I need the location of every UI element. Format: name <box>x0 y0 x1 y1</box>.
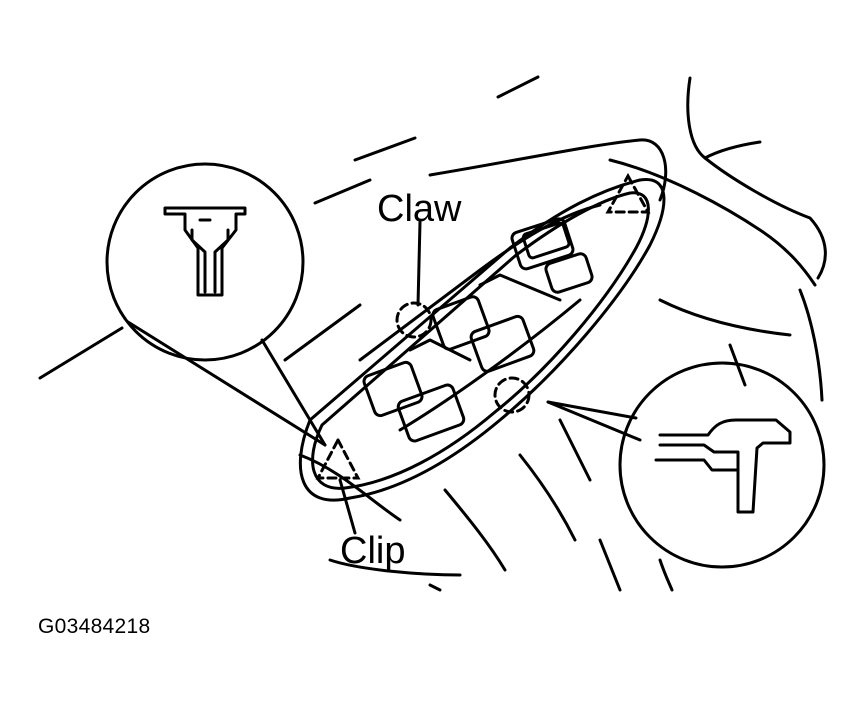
figure-code: G03484218 <box>38 615 151 638</box>
clip-label: Clip <box>340 530 406 572</box>
claw-label: Claw <box>377 188 462 230</box>
claw-marker-right <box>493 376 531 414</box>
switch-bezel-inner <box>311 191 650 490</box>
clip-detail-callout <box>105 162 327 447</box>
claw-leader-line <box>416 220 422 307</box>
power-window-switches <box>362 217 594 443</box>
clip-marker-bottom <box>315 436 361 480</box>
clip-marker-top <box>605 172 651 214</box>
claw-detail-callout <box>546 361 826 569</box>
claw-marker-left <box>395 301 433 339</box>
switch-bezel-outer <box>298 177 666 502</box>
clip-leader-line <box>338 478 357 535</box>
